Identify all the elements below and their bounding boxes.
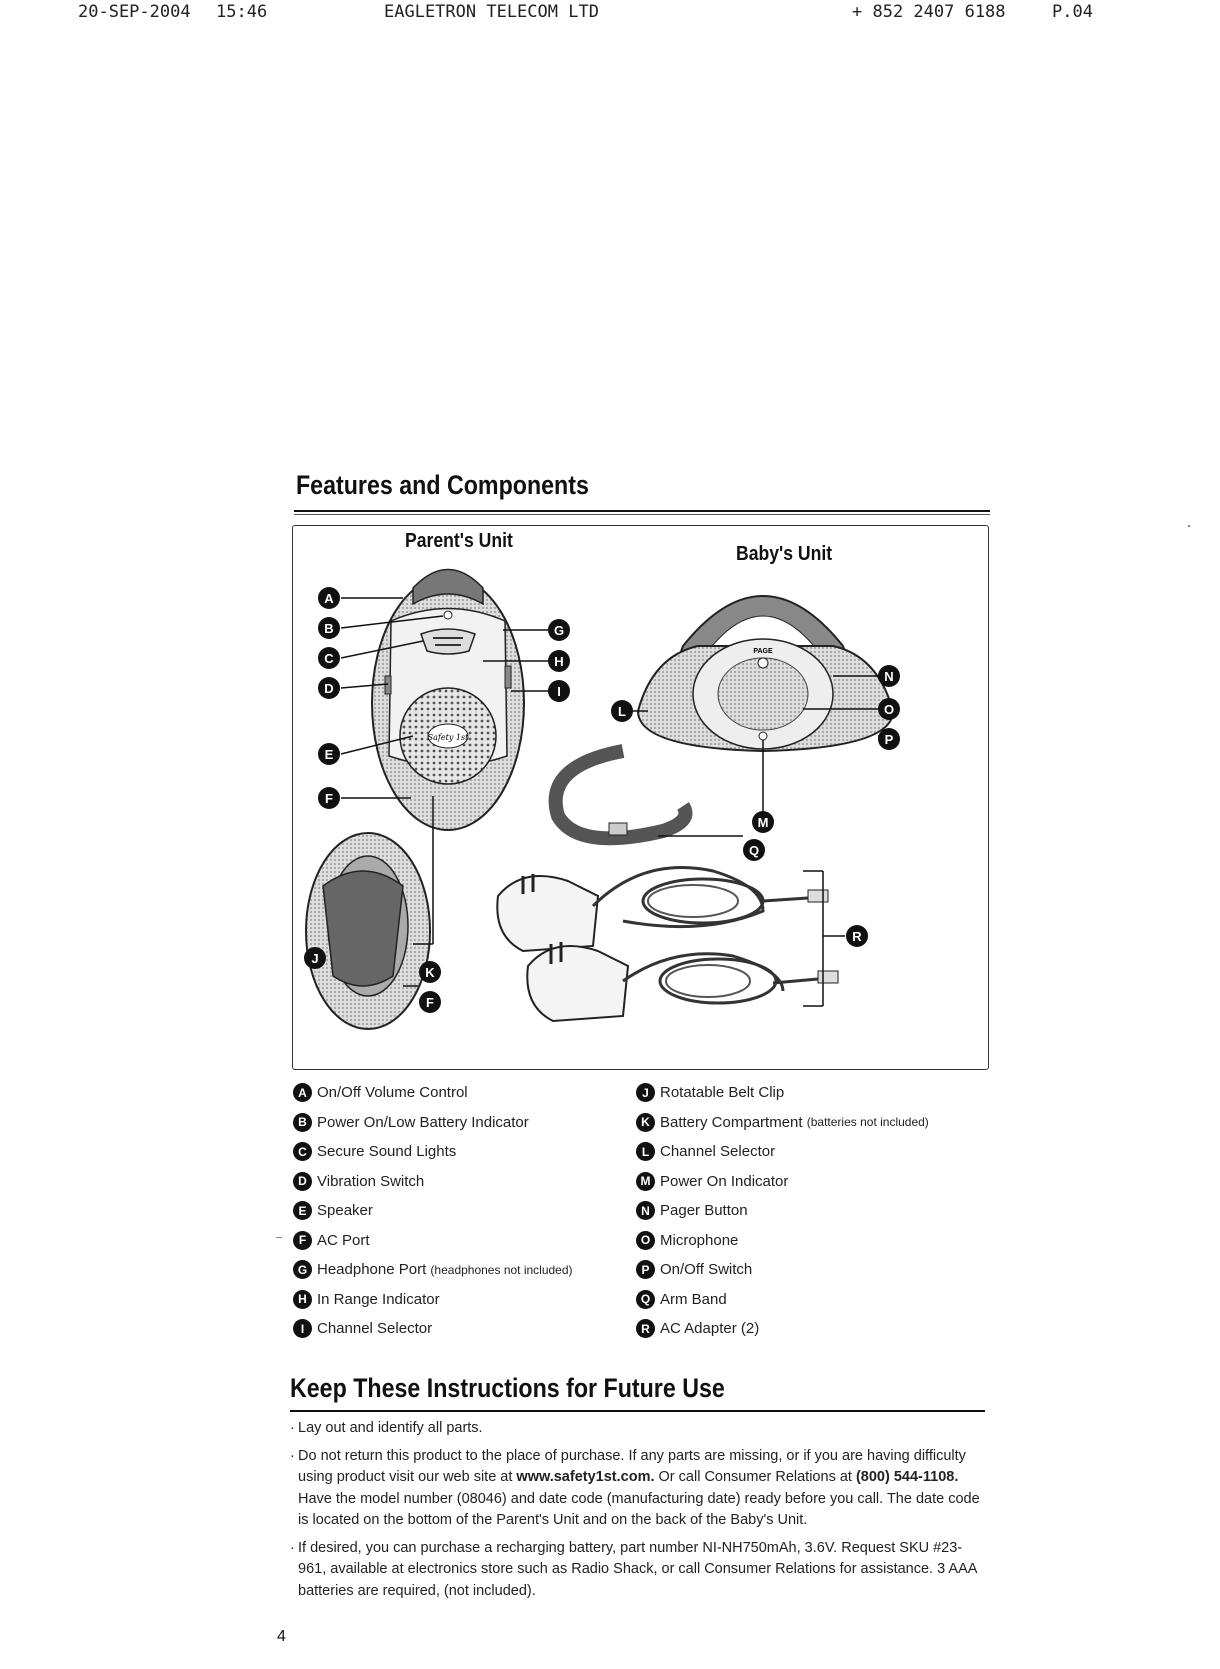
- fax-phone: + 852 2407 6188: [852, 2, 1006, 22]
- svg-text:L: L: [618, 704, 626, 719]
- callout-r: R: [846, 925, 868, 947]
- arm-band-drawing: [548, 744, 693, 846]
- belt-clip-drawing: [305, 832, 431, 1030]
- page-number: 4: [277, 1628, 286, 1645]
- callout-e: E: [318, 743, 340, 765]
- callout-badges: A B C D E F G H I L N O P M Q J K F R: [304, 587, 900, 1013]
- scan-speck: [1188, 525, 1190, 527]
- parents-unit-drawing: Safety 1st: [371, 568, 525, 831]
- svg-text:K: K: [425, 965, 435, 980]
- callout-k: K: [419, 961, 441, 983]
- callout-c: C: [318, 647, 340, 669]
- scan-speck: [276, 1237, 282, 1238]
- fax-date: 20-SEP-2004: [78, 2, 191, 22]
- svg-text:B: B: [324, 621, 333, 636]
- svg-text:F: F: [426, 995, 434, 1010]
- leader-lines: [340, 597, 883, 1007]
- svg-text:N: N: [884, 669, 893, 684]
- callout-b: B: [318, 617, 340, 639]
- callout-a: A: [318, 587, 340, 609]
- ac-adapter-drawing: [496, 866, 839, 1023]
- fax-page: P.04: [1052, 2, 1093, 22]
- callout-d: D: [318, 677, 340, 699]
- callout-f: F: [318, 787, 340, 809]
- babys-unit-drawing: PAGE: [636, 595, 895, 753]
- callout-o: O: [878, 698, 900, 720]
- callout-g: G: [548, 619, 570, 641]
- svg-text:G: G: [554, 623, 564, 638]
- pager-label: PAGE: [753, 648, 773, 655]
- callout-h: H: [548, 650, 570, 672]
- website-link: www.safety1st.com.: [516, 1469, 655, 1485]
- callout-q: Q: [743, 839, 765, 861]
- callout-j: J: [304, 947, 326, 969]
- svg-text:J: J: [311, 951, 318, 966]
- instructions-title: Keep These Instructions for Future Use: [290, 1373, 725, 1403]
- callout-f2: F: [419, 991, 441, 1013]
- callout-i: I: [548, 680, 570, 702]
- svg-text:C: C: [324, 651, 334, 666]
- fax-company: EAGLETRON TELECOM LTD: [384, 2, 599, 22]
- svg-text:M: M: [758, 815, 769, 830]
- features-rule: [294, 510, 990, 512]
- svg-text:Q: Q: [749, 843, 759, 858]
- babys-unit-label: Baby's Unit: [736, 543, 833, 565]
- svg-text:D: D: [324, 681, 333, 696]
- svg-text:O: O: [884, 702, 894, 717]
- fax-time: 15:46: [216, 2, 268, 22]
- svg-text:F: F: [325, 791, 333, 806]
- instruction-bullet-1: Lay out and identify all parts.: [290, 1418, 980, 1440]
- features-title: Features and Components: [296, 470, 589, 500]
- components-illustration: Safety 1st PAGE: [304, 568, 900, 1030]
- features-rule-thin: [294, 514, 990, 515]
- consumer-phone: (800) 544-1108.: [855, 1469, 959, 1485]
- svg-text:I: I: [557, 684, 561, 699]
- fax-header: 20-SEP-2004 15:46 EAGLETRON TELECOM LTD …: [0, 2, 1220, 24]
- instruction-bullet-3: If desired, you can purchase a rechargin…: [290, 1538, 980, 1603]
- svg-text:P: P: [885, 732, 894, 747]
- parents-unit-label: Parent's Unit: [405, 530, 513, 552]
- callout-l: L: [611, 700, 633, 722]
- svg-text:H: H: [554, 654, 563, 669]
- instructions-body: Lay out and identify all parts. Do not r…: [290, 1418, 980, 1608]
- svg-text:E: E: [325, 747, 334, 762]
- instructions-rule: [290, 1410, 985, 1412]
- components-figure: Parent's Unit Baby's Unit Safety 1st: [292, 525, 989, 1070]
- brand-logo: Safety 1st: [428, 733, 469, 742]
- callout-m: M: [752, 811, 774, 833]
- instruction-bullet-2: Do not return this product to the place …: [290, 1446, 980, 1532]
- svg-text:A: A: [324, 591, 334, 606]
- callout-p: P: [878, 728, 900, 750]
- svg-text:R: R: [852, 929, 862, 944]
- callout-n: N: [878, 665, 900, 687]
